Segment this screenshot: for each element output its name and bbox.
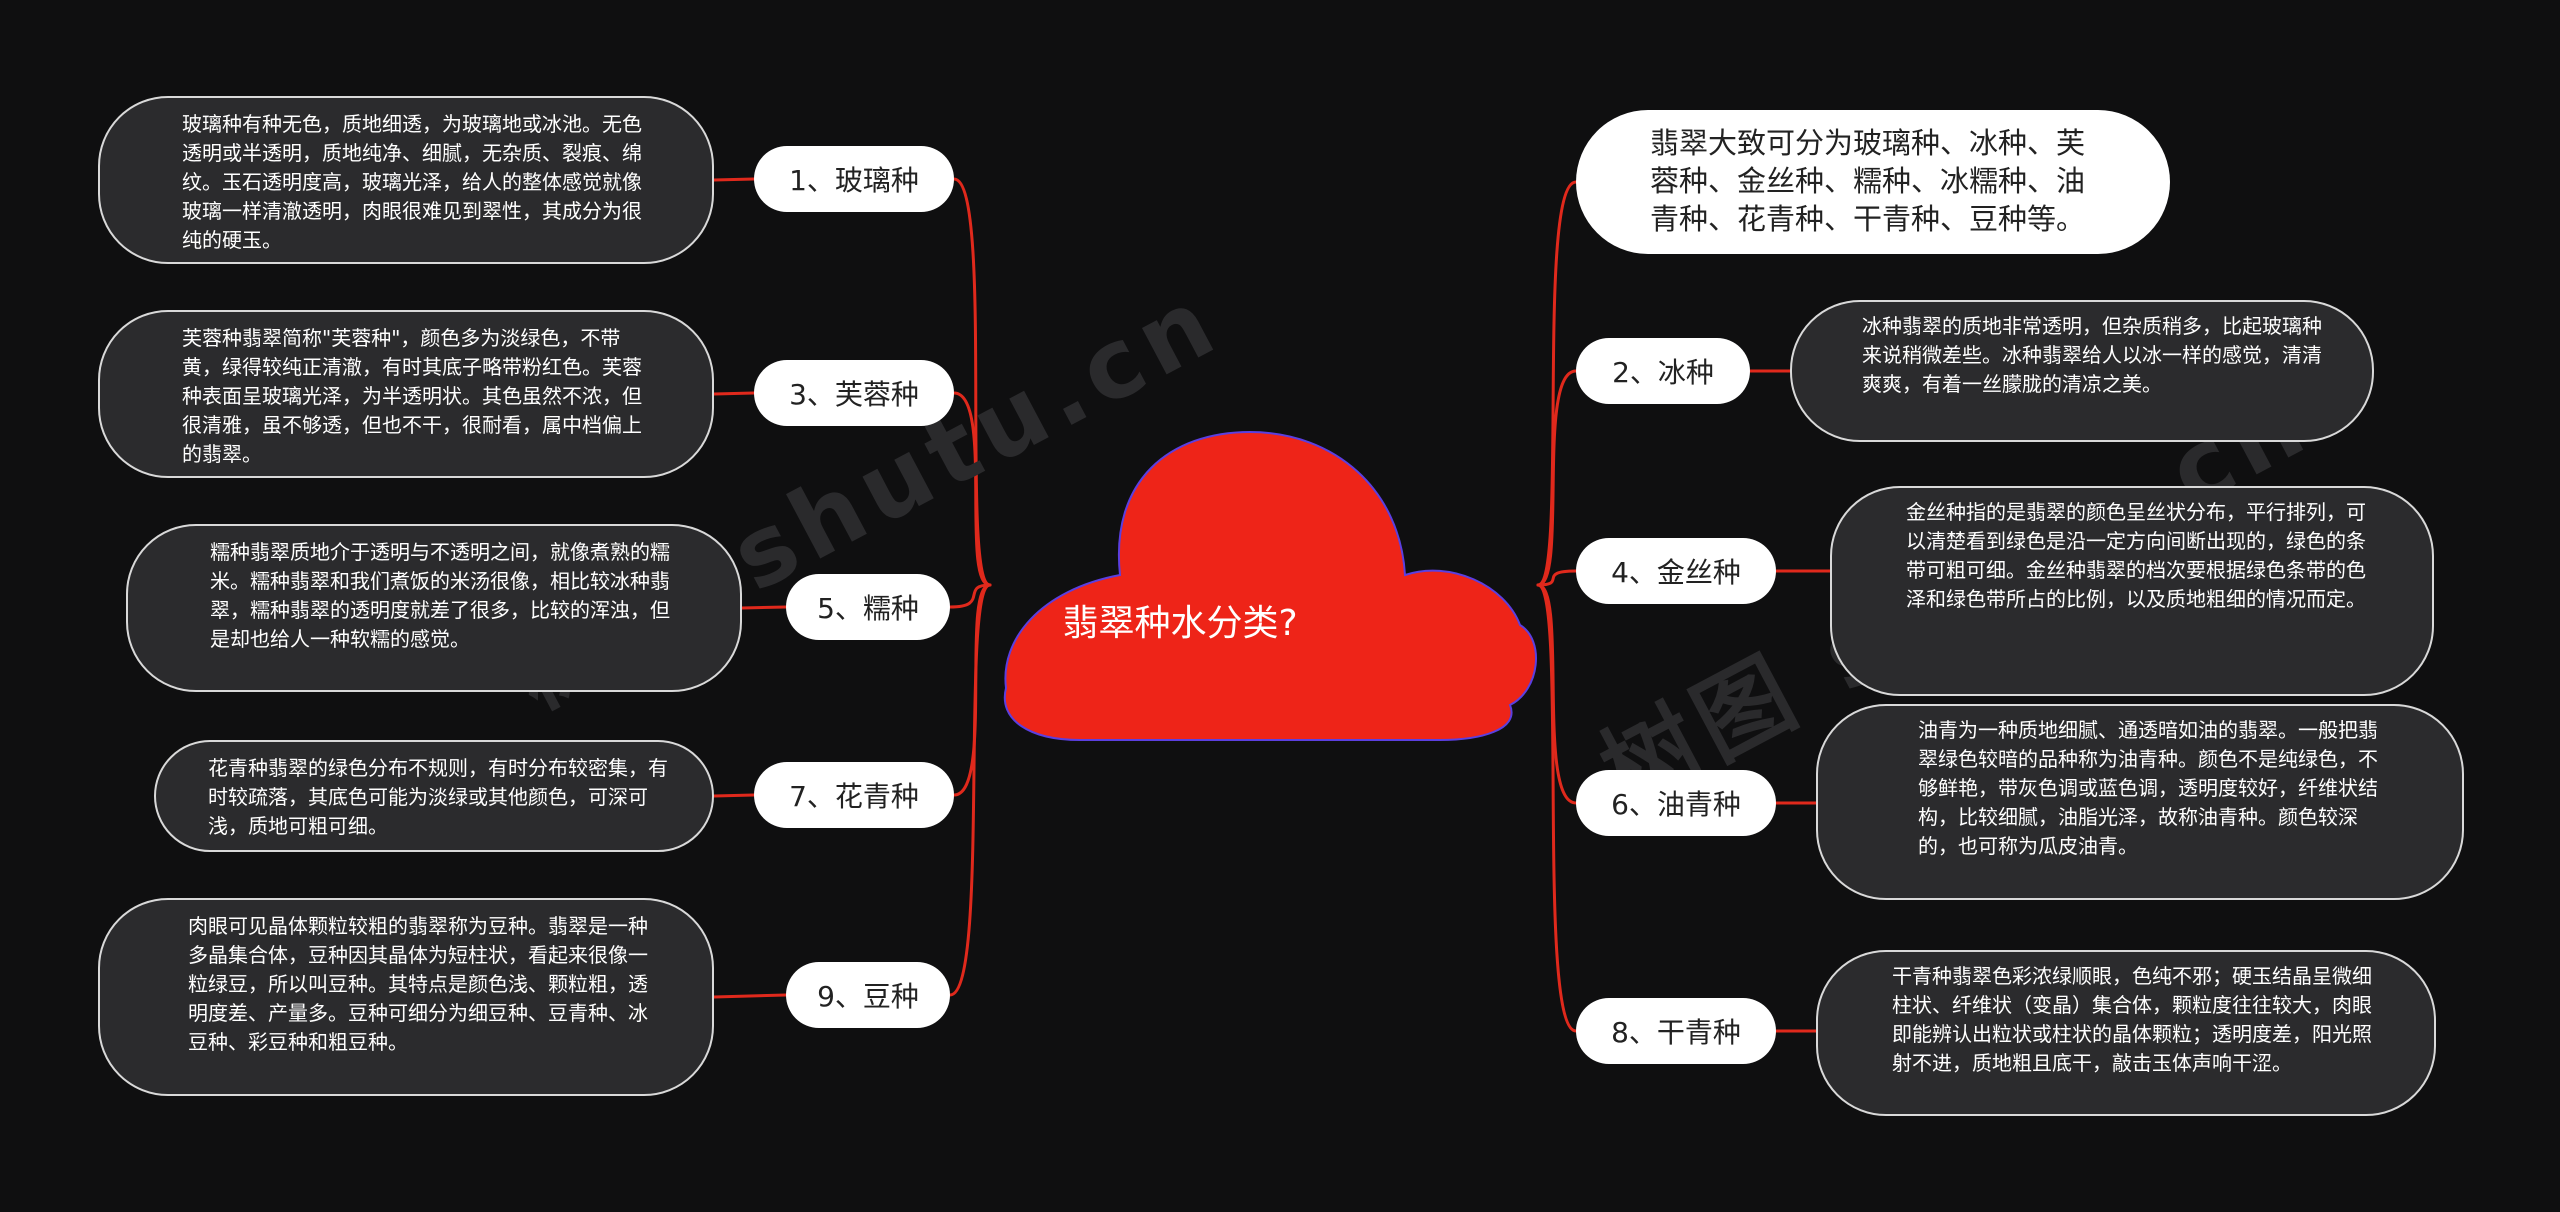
- connector-line: [712, 177, 756, 182]
- connector-line: [712, 793, 756, 798]
- connector-line: [952, 177, 992, 587]
- description-text: 肉眼可见晶体颗粒较粗的翡翠称为豆种。翡翠是一种多晶集合体，豆种因其晶体为短柱状，…: [188, 914, 648, 1054]
- connector-line: [712, 391, 756, 396]
- description-text: 糯种翡翠质地介于透明与不透明之间，就像煮熟的糯米。糯种翡翠和我们煮饭的米汤很像，…: [210, 540, 670, 651]
- branch-node-right[interactable]: 2、冰种: [1576, 338, 1750, 404]
- branch-node-right[interactable]: 4、金丝种: [1576, 538, 1776, 604]
- branch-description-left: 糯种翡翠质地介于透明与不透明之间，就像煮熟的糯米。糯种翡翠和我们煮饭的米汤很像，…: [126, 524, 742, 692]
- connector-line: [740, 605, 788, 610]
- branch-description-right: 油青为一种质地细腻、通透暗如油的翡翠。一般把翡翠绿色较暗的品种称为油青种。颜色不…: [1816, 704, 2464, 900]
- branch-node-right[interactable]: 8、干青种: [1576, 998, 1776, 1064]
- branch-description-right: 冰种翡翠的质地非常透明，但杂质稍多，比起玻璃种来说稍微差些。冰种翡翠给人以冰一样…: [1790, 300, 2374, 442]
- connector-line: [948, 583, 992, 997]
- description-text: 油青为一种质地细腻、通透暗如油的翡翠。一般把翡翠绿色较暗的品种称为油青种。颜色不…: [1918, 718, 2378, 858]
- summary-node[interactable]: 翡翠大致可分为玻璃种、冰种、芙蓉种、金丝种、糯种、冰糯种、油青种、花青种、干青种…: [1576, 110, 2170, 254]
- connector-line: [1536, 369, 1578, 587]
- description-text: 干青种翡翠色彩浓绿顺眼，色纯不邪；硬玉结晶呈微细柱状、纤维状（变晶）集合体，颗粒…: [1892, 964, 2372, 1075]
- description-text: 玻璃种有种无色，质地细透，为玻璃地或冰池。无色透明或半透明，质地纯净、细腻，无杂…: [182, 112, 642, 252]
- description-text: 冰种翡翠的质地非常透明，但杂质稍多，比起玻璃种来说稍微差些。冰种翡翠给人以冰一样…: [1862, 314, 2322, 396]
- branch-description-left: 芙蓉种翡翠简称"芙蓉种"，颜色多为淡绿色，不带黄，绿得较纯正清澈，有时其底子略带…: [98, 310, 714, 478]
- branch-node-right[interactable]: 6、油青种: [1576, 770, 1776, 836]
- connector-line: [948, 583, 992, 609]
- branch-node-left[interactable]: 5、糯种: [786, 574, 950, 640]
- branch-node-left[interactable]: 7、花青种: [754, 762, 954, 828]
- branch-node-left[interactable]: 9、豆种: [786, 962, 950, 1028]
- description-text: 芙蓉种翡翠简称"芙蓉种"，颜色多为淡绿色，不带黄，绿得较纯正清澈，有时其底子略带…: [182, 326, 642, 466]
- branch-description-right: 金丝种指的是翡翠的颜色呈丝状分布，平行排列，可以清楚看到绿色是沿一定方向间断出现…: [1830, 486, 2434, 696]
- branch-node-left[interactable]: 3、芙蓉种: [754, 360, 954, 426]
- connector-line: [952, 391, 992, 587]
- connector-line: [1536, 569, 1578, 587]
- central-topic[interactable]: 翡翠种水分类?: [1062, 603, 1298, 644]
- branch-description-left: 玻璃种有种无色，质地细透，为玻璃地或冰池。无色透明或半透明，质地纯净、细腻，无杂…: [98, 96, 714, 264]
- connector-line: [952, 583, 992, 797]
- branch-node-left[interactable]: 1、玻璃种: [754, 146, 954, 212]
- connector-line: [712, 993, 788, 999]
- description-text: 金丝种指的是翡翠的颜色呈丝状分布，平行排列，可以清楚看到绿色是沿一定方向间断出现…: [1906, 500, 2366, 611]
- connector-line: [1536, 583, 1578, 1033]
- central-cloud: [1003, 430, 1537, 741]
- branch-description-right: 干青种翡翠色彩浓绿顺眼，色纯不邪；硬玉结晶呈微细柱状、纤维状（变晶）集合体，颗粒…: [1816, 950, 2436, 1116]
- branch-description-left: 肉眼可见晶体颗粒较粗的翡翠称为豆种。翡翠是一种多晶集合体，豆种因其晶体为短柱状，…: [98, 898, 714, 1096]
- connector-line: [1536, 583, 1578, 805]
- connector-line: [1536, 180, 1578, 587]
- description-text: 花青种翡翠的绿色分布不规则，有时分布较密集，有时较疏落，其底色可能为淡绿或其他颜…: [208, 756, 668, 838]
- branch-description-left: 花青种翡翠的绿色分布不规则，有时分布较密集，有时较疏落，其底色可能为淡绿或其他颜…: [154, 740, 714, 852]
